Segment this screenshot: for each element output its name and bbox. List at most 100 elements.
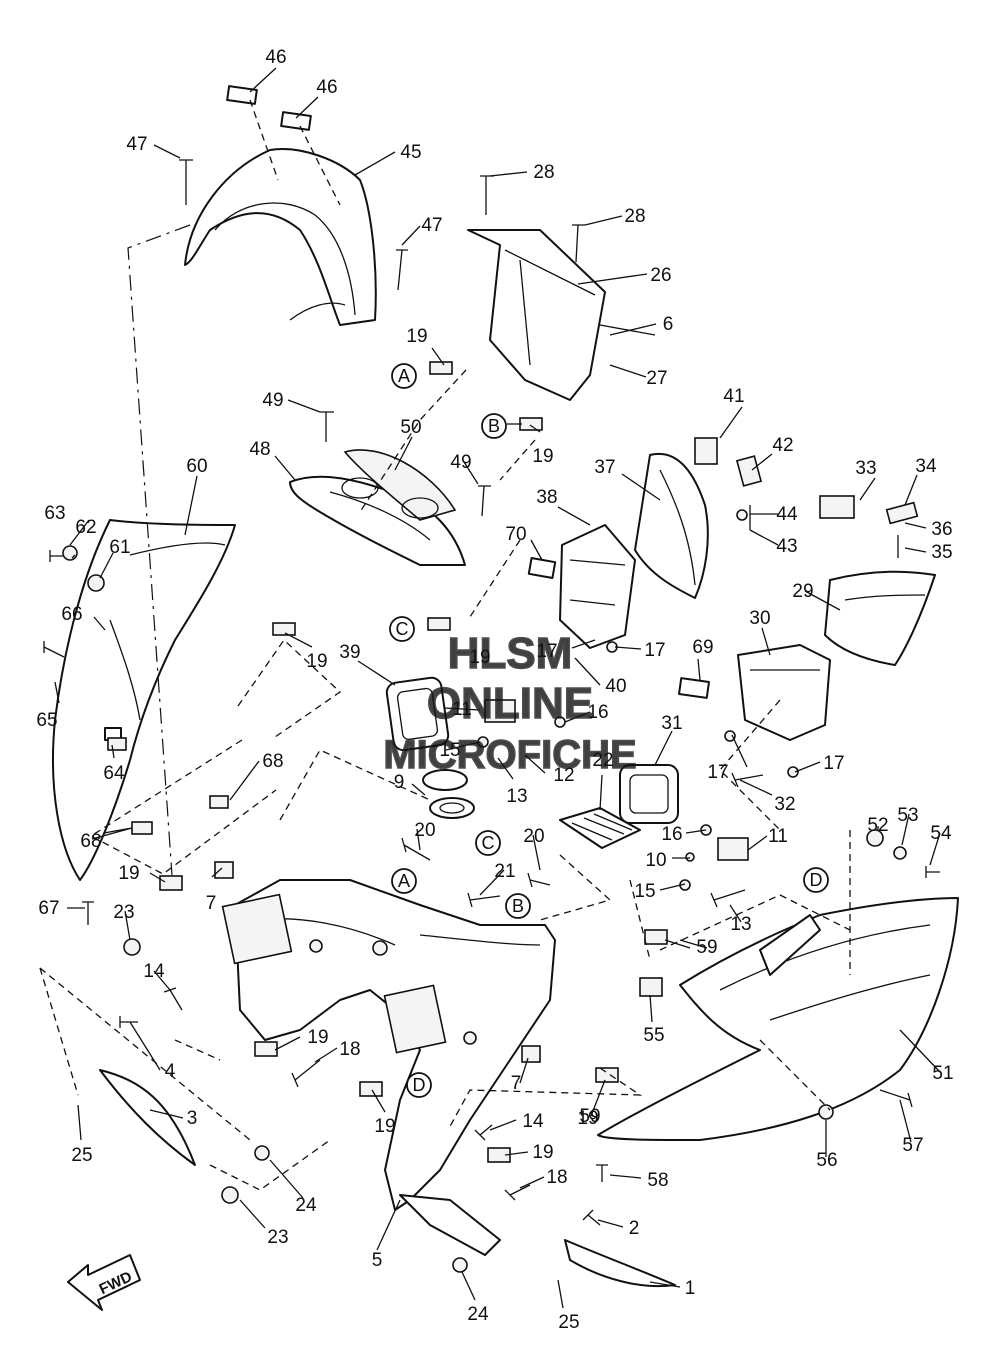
callout: 17: [707, 762, 728, 783]
watermark: HLSM ONLINE MICROFICHE: [383, 628, 638, 777]
callout: 6: [663, 314, 674, 335]
callout: 57: [902, 1135, 923, 1156]
callout: 40: [605, 676, 626, 697]
ref-marker-d-2: D: [406, 1072, 432, 1098]
callout-numbers: 1 2 3 4 5 6 7 7 9 10 11 11 12 13 13 14 1…: [36, 47, 953, 1333]
svg-text:C: C: [482, 833, 495, 853]
callout: 37: [594, 457, 615, 478]
callout: 41: [723, 386, 744, 407]
watermark-line-2: ONLINE: [427, 679, 593, 728]
callout: 19: [374, 1116, 395, 1137]
callout: 19: [532, 446, 553, 467]
callout: 58: [647, 1170, 668, 1191]
callout: 44: [776, 504, 798, 525]
callout: 52: [867, 815, 888, 836]
callout: 15: [439, 740, 460, 761]
callout: 59: [579, 1106, 600, 1127]
callout: 67: [38, 898, 59, 919]
callout: 48: [249, 439, 270, 460]
ref-marker-a-2: A: [391, 868, 417, 894]
callout: 5: [372, 1250, 383, 1271]
callout: 49: [262, 390, 283, 411]
callout: 1: [685, 1278, 696, 1299]
callout: 28: [624, 206, 645, 227]
callout: 25: [71, 1145, 92, 1166]
callout: 36: [931, 519, 952, 540]
callout: 25: [558, 1312, 579, 1333]
callout: 19: [577, 1108, 598, 1129]
callout: 11: [768, 826, 788, 847]
callout: 13: [506, 786, 527, 807]
callout: 63: [44, 503, 65, 524]
callout: 69: [692, 637, 713, 658]
callout: 19: [532, 1142, 553, 1163]
callout: 23: [113, 902, 134, 923]
callout: 35: [931, 542, 952, 563]
callout: 45: [400, 142, 421, 163]
callout: 14: [143, 961, 165, 982]
callout: 26: [650, 265, 671, 286]
watermark-line-1: HLSM: [448, 629, 573, 678]
callout: 19: [118, 863, 139, 884]
callout: 14: [522, 1111, 544, 1132]
callout: 20: [414, 820, 435, 841]
svg-text:B: B: [512, 896, 524, 916]
callout: 49: [450, 452, 471, 473]
callout: 3: [187, 1108, 198, 1129]
ref-marker-d-1: D: [803, 867, 829, 893]
part-drawings: [39, 67, 959, 1311]
callout: 30: [749, 608, 770, 629]
callout: 50: [400, 417, 421, 438]
callout: 65: [36, 710, 57, 731]
svg-text:B: B: [488, 416, 500, 436]
callout: 13: [730, 914, 751, 935]
callout: 64: [103, 763, 125, 784]
callout: 19: [306, 651, 327, 672]
callout: 28: [533, 162, 554, 183]
callout: 17: [536, 641, 557, 662]
callout: 7: [206, 893, 217, 914]
callout: 2: [629, 1218, 640, 1239]
callout: 61: [109, 537, 130, 558]
callout: 54: [930, 823, 952, 844]
ref-marker-c-2: C: [475, 830, 501, 856]
callout: 47: [421, 215, 442, 236]
callout: 46: [316, 77, 337, 98]
callout: 16: [661, 824, 682, 845]
callout: 33: [855, 458, 876, 479]
callout: 7: [511, 1073, 522, 1094]
ref-marker-c-1: C: [389, 616, 415, 642]
callout: 22: [592, 750, 613, 771]
ref-marker-b-1: B: [481, 413, 507, 439]
callout: 56: [816, 1150, 837, 1171]
callout: 19: [406, 326, 427, 347]
callout: 66: [61, 604, 82, 625]
callout: 24: [295, 1195, 317, 1216]
callout: 62: [75, 517, 96, 538]
callout: 4: [165, 1061, 176, 1082]
callout: 12: [553, 765, 574, 786]
svg-text:C: C: [396, 619, 409, 639]
callout: 11: [452, 699, 472, 720]
callout: 24: [467, 1304, 489, 1325]
callout: 20: [523, 826, 544, 847]
callout: 9: [394, 772, 405, 793]
callout: 39: [339, 642, 360, 663]
svg-text:A: A: [398, 871, 410, 891]
callout: 43: [776, 536, 797, 557]
callout: 23: [267, 1227, 288, 1248]
callout: 59: [696, 937, 717, 958]
callout: 31: [661, 713, 682, 734]
watermark-line-3: MICROFICHE: [383, 733, 636, 777]
svg-text:A: A: [398, 366, 410, 386]
callout: 60: [186, 456, 207, 477]
callout: 15: [634, 881, 655, 902]
callout: 38: [536, 487, 557, 508]
callout: 17: [823, 753, 844, 774]
callout: 47: [126, 134, 147, 155]
ref-marker-a-1: A: [391, 363, 417, 389]
ref-letter-markers: A A B B C C D D: [389, 363, 829, 1098]
callout: 10: [645, 850, 666, 871]
callout: 18: [339, 1039, 360, 1060]
